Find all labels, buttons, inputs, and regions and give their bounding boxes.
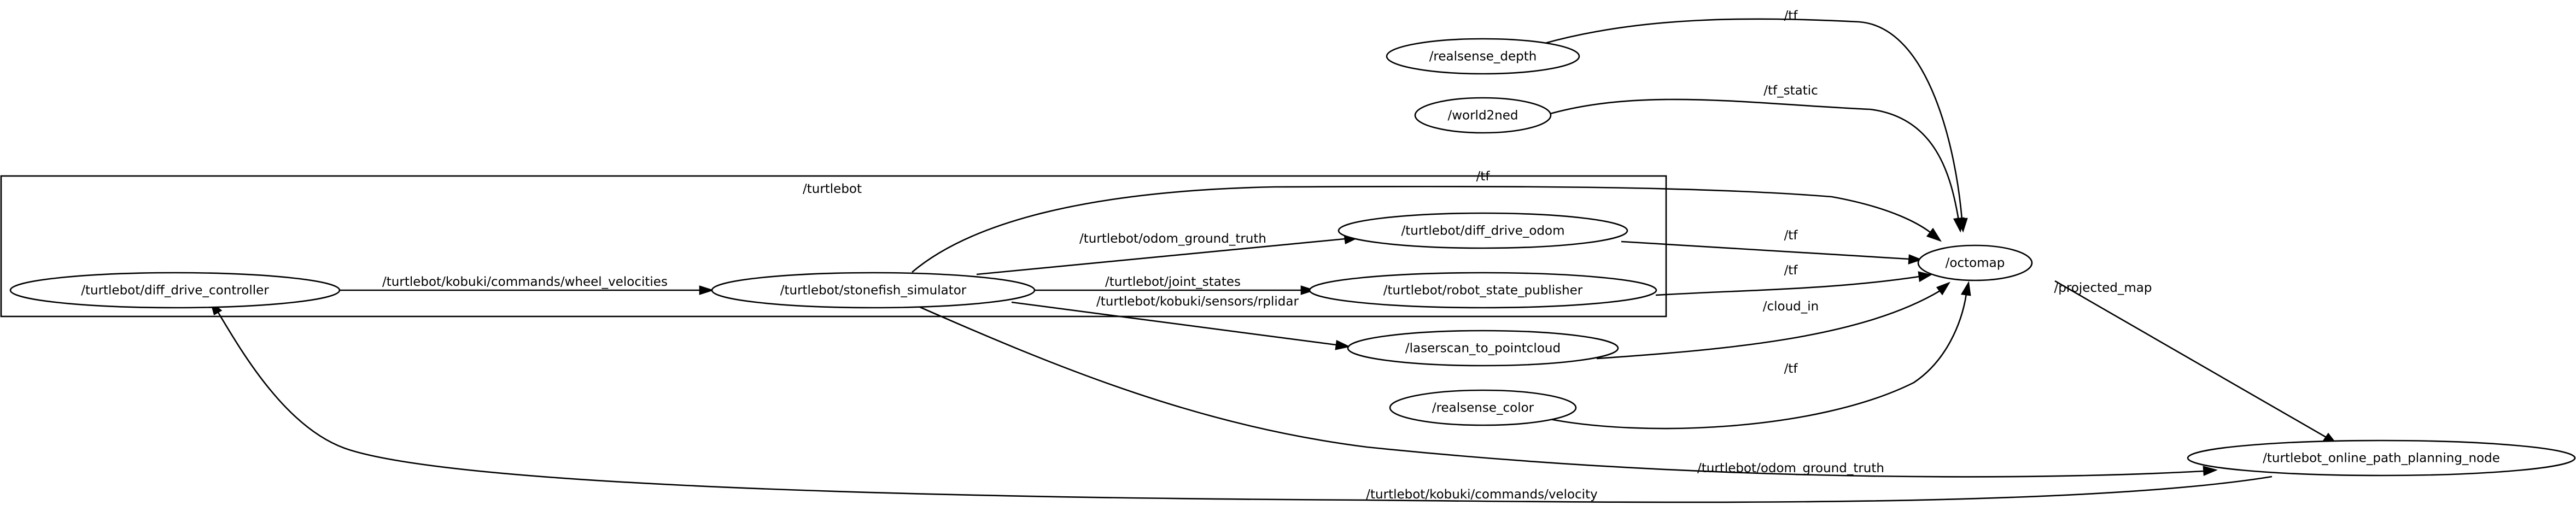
edge-simulator-to-diff-drive-odom: /turtlebot/odom_ground_truth <box>976 232 1359 275</box>
arrowhead-icon <box>699 285 715 295</box>
node-label: /realsense_depth <box>1429 50 1537 64</box>
edge-realsense-color-to-octomap: /tf <box>1547 281 1971 430</box>
node-label: /world2ned <box>1447 109 1518 123</box>
node-diff-drive-controller[interactable]: /turtlebot/diff_drive_controller <box>9 272 341 309</box>
edge-path <box>1543 18 1963 220</box>
node-diff-drive-odom[interactable]: /turtlebot/diff_drive_odom <box>1337 212 1628 249</box>
edge-label: /tf <box>1784 228 1798 243</box>
node-label: /turtlebot/stonefish_simulator <box>780 284 967 298</box>
edge-label: /projected_map <box>2054 281 2152 295</box>
turtlebot-cluster: /turtlebot <box>0 175 1667 318</box>
turtlebot-cluster-box <box>0 175 1667 318</box>
node-shape <box>1414 97 1552 134</box>
edge-label: /turtlebot/kobuki/commands/wheel_velocit… <box>382 275 668 289</box>
edge-robot-state-publisher-to-octomap: /tf <box>1655 263 1932 296</box>
edge-path <box>912 185 1931 273</box>
turtlebot-cluster-label: /turtlebot <box>803 182 862 196</box>
edge-controller-to-simulator: /turtlebot/kobuki/commands/wheel_velocit… <box>339 275 715 295</box>
edge-label: /turtlebot/joint_states <box>1105 275 1241 289</box>
edge-octomap-to-path-planning: /projected_map <box>2054 280 2338 445</box>
edge-label: /tf_static <box>1763 84 1818 98</box>
node-path-planning[interactable]: /turtlebot_online_path_planning_node <box>2187 439 2576 477</box>
edge-label: /tf <box>1784 263 1798 278</box>
edge-label: /tf <box>1476 169 1491 184</box>
node-realsense-depth[interactable]: /realsense_depth <box>1386 38 1580 75</box>
arrowhead-icon <box>1926 227 1942 242</box>
edge-label: /cloud_in <box>1763 300 1819 314</box>
edge-label: /tf <box>1784 9 1798 23</box>
node-robot-state-publisher[interactable]: /turtlebot/robot_state_publisher <box>1309 272 1657 309</box>
node-label: /turtlebot/diff_drive_odom <box>1401 224 1565 238</box>
edges: /tf /tf_static /tf /tf /tf /cloud_in <box>209 9 2338 503</box>
edge-label: /turtlebot/odom_ground_truth <box>1079 232 1266 246</box>
edge-label: /turtlebot/kobuki/commands/velocity <box>1366 488 1597 502</box>
node-label: /octomap <box>1946 256 2005 271</box>
edge-path <box>1655 275 1920 296</box>
edge-path <box>2054 280 2327 438</box>
node-stonefish-simulator[interactable]: /turtlebot/stonefish_simulator <box>711 272 1036 309</box>
node-label: /turtlebot_online_path_planning_node <box>2263 451 2500 466</box>
edge-label: /turtlebot/kobuki/sensors/rplidar <box>1096 295 1299 309</box>
edge-label: /tf <box>1784 362 1798 376</box>
edge-path <box>1011 301 1337 346</box>
arrowhead-icon <box>2203 466 2218 476</box>
arrowhead-icon <box>1960 281 1971 296</box>
node-shape <box>1309 272 1657 309</box>
edge-path <box>917 305 2204 478</box>
nodes: /realsense_depth /world2ned /octomap /tu… <box>9 38 2576 477</box>
edge-stonefish-to-octomap-tf: /tf <box>912 169 1942 273</box>
edge-world2ned-to-octomap: /tf_static <box>1546 84 1965 233</box>
edge-path <box>1596 290 1941 360</box>
edge-path <box>1621 240 1910 260</box>
node-shape <box>1917 244 2033 281</box>
node-label: /realsense_color <box>1432 401 1534 415</box>
node-octomap[interactable]: /octomap <box>1917 244 2033 281</box>
node-shape <box>711 272 1036 309</box>
arrowhead-icon <box>1335 340 1351 350</box>
edge-path <box>1547 293 1967 430</box>
edge-diff-drive-odom-to-octomap: /tf <box>1621 228 1923 265</box>
arrowhead-icon <box>1936 281 1951 296</box>
node-label: /laserscan_to_pointcloud <box>1405 342 1561 356</box>
edge-path <box>1546 98 1960 221</box>
node-shape <box>1347 330 1619 367</box>
edge-laserscan-to-octomap: /cloud_in <box>1596 281 1951 360</box>
edge-simulator-to-laserscan: /turtlebot/kobuki/sensors/rplidar <box>1011 295 1351 350</box>
node-world2ned[interactable]: /world2ned <box>1414 97 1552 134</box>
node-shape <box>2187 439 2576 477</box>
node-label: /turtlebot/diff_drive_controller <box>81 284 269 298</box>
arrowhead-icon <box>1300 285 1316 295</box>
edge-path-planning-to-controller: /turtlebot/kobuki/commands/velocity <box>209 300 2273 503</box>
edge-simulator-to-path-planning: /turtlebot/odom_ground_truth <box>917 305 2218 478</box>
node-shape <box>9 272 341 309</box>
node-label: /turtlebot/robot_state_publisher <box>1383 284 1583 298</box>
edge-simulator-to-robot-state-publisher: /turtlebot/joint_states <box>1035 275 1316 295</box>
arrowhead-icon <box>1953 217 1965 233</box>
node-shape <box>1337 212 1628 249</box>
arrowhead-icon <box>1918 271 1932 283</box>
node-shape <box>1386 38 1580 75</box>
node-shape <box>1389 389 1577 426</box>
arrowhead-icon <box>1908 254 1923 265</box>
edge-path <box>217 311 2273 503</box>
edge-path <box>976 238 1346 275</box>
edge-label: /turtlebot/odom_ground_truth <box>1697 461 1884 475</box>
node-realsense-color[interactable]: /realsense_color <box>1389 389 1577 426</box>
node-laserscan-to-pointcloud[interactable]: /laserscan_to_pointcloud <box>1347 330 1619 367</box>
